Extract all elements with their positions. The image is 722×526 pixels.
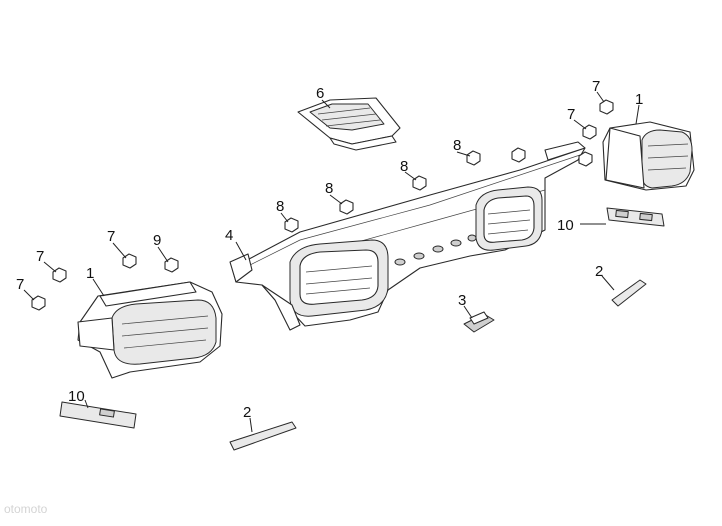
callout-6: 6 [316,85,324,102]
tail-lamp-left [77,281,223,379]
callout-9: 9 [153,232,161,249]
callout-1-left: 1 [86,265,94,282]
nut-8-d [466,150,481,166]
callout-10-right: 10 [557,217,574,234]
nut-7-right-top [599,99,614,115]
callout-7-right-mid: 7 [567,106,575,123]
callout-7-left-a: 7 [107,228,115,245]
trim-strip-right [611,279,647,307]
leader-lines [23,91,640,433]
callout-8-c: 8 [400,158,408,175]
nut-7-right-low [578,151,593,167]
nut-8-b [339,199,354,215]
callout-1-right: 1 [635,91,643,108]
nut-7-left-a [122,253,137,269]
nut-7-left-c [31,295,46,311]
center-bracket [297,97,401,151]
nut-8-a [284,217,299,233]
nut-7-right-mid [582,124,597,140]
callout-7-left-b: 7 [36,248,44,265]
callout-4: 4 [225,227,233,244]
nut-8-e [511,147,526,163]
reflector-right [606,207,665,227]
connector-3 [463,311,495,333]
callout-10-left: 10 [68,388,85,405]
callout-2-bottom: 2 [243,404,251,421]
nut-7-left-b [52,267,67,283]
callout-8-d: 8 [453,137,461,154]
callout-3: 3 [458,292,466,309]
tail-lamp-right [602,121,695,191]
watermark: otomoto [4,502,48,516]
rear-fascia-panel [229,141,586,331]
reflector-left [59,401,137,429]
callout-8-a: 8 [276,198,284,215]
callout-7-right-top: 7 [592,78,600,95]
nut-8-c [412,175,427,191]
callout-7-left-c: 7 [16,276,24,293]
fastener-nuts [31,99,614,311]
callout-labels: 1 7 7 6 8 8 8 8 4 7 9 7 7 1 10 2 3 10 2 [16,78,643,421]
callout-8-b: 8 [325,180,333,197]
trim-strip-bottom [229,421,297,451]
callout-2-right: 2 [595,263,603,280]
